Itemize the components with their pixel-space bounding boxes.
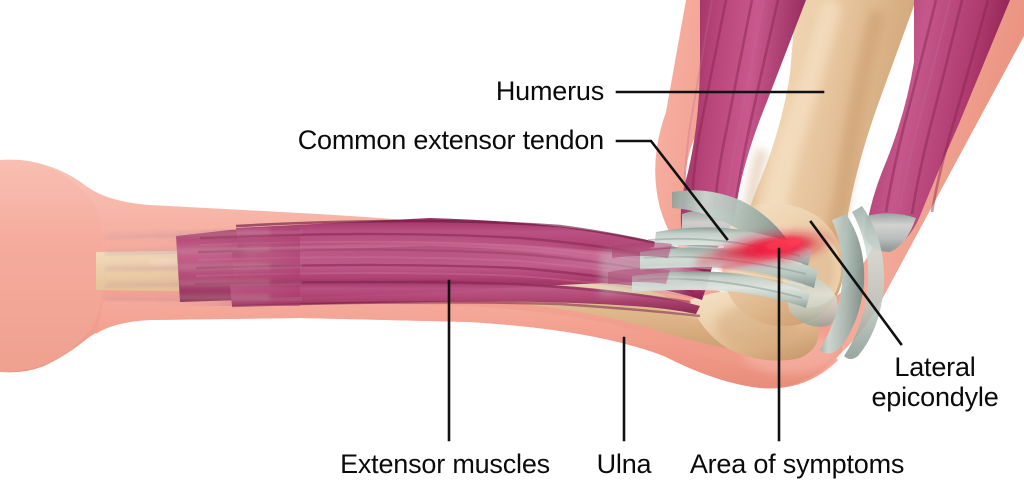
inflammation-zone: [695, 228, 838, 271]
musculotendinous-junction: [600, 246, 684, 296]
forearm-skin-shadow: [96, 300, 838, 389]
inflammation-streak-2: [719, 249, 793, 271]
lateral-epicondyle-leader: [809, 220, 903, 346]
wrist-skin: [0, 159, 104, 372]
wrist-faded-fibers: [105, 229, 271, 301]
biceps-striations: [683, 0, 780, 219]
label-lateral-epicondyle-line2: epicondyle: [871, 382, 999, 412]
triceps-belly: [866, 0, 1010, 250]
common-extensor-leader: [615, 139, 729, 241]
triceps-striations: [884, 0, 990, 215]
label-extensor-muscles: Extensor muscles: [340, 449, 550, 479]
extensor-bottom-edge: [231, 301, 701, 318]
distal-muscle-fibers: [608, 242, 672, 284]
humerus-shadow: [814, 10, 884, 270]
inflammation-streak: [695, 241, 791, 267]
lateral-collateral-ligament: [820, 214, 865, 354]
upper-arm-muscles: [680, 0, 1010, 254]
label-humerus: Humerus: [495, 76, 604, 106]
label-common-extensor-tendon: Common extensor tendon: [297, 125, 604, 155]
leader-lines: [447, 90, 903, 442]
label-ulna: Ulna: [596, 449, 652, 479]
label-lateral-epicondyle-line1: Lateral: [894, 352, 976, 382]
collateral-ligament-2: [844, 206, 885, 359]
label-area-of-symptoms: Area of symptoms: [689, 449, 905, 479]
annular-ligament: [786, 268, 838, 327]
biceps-belly: [680, 0, 806, 252]
